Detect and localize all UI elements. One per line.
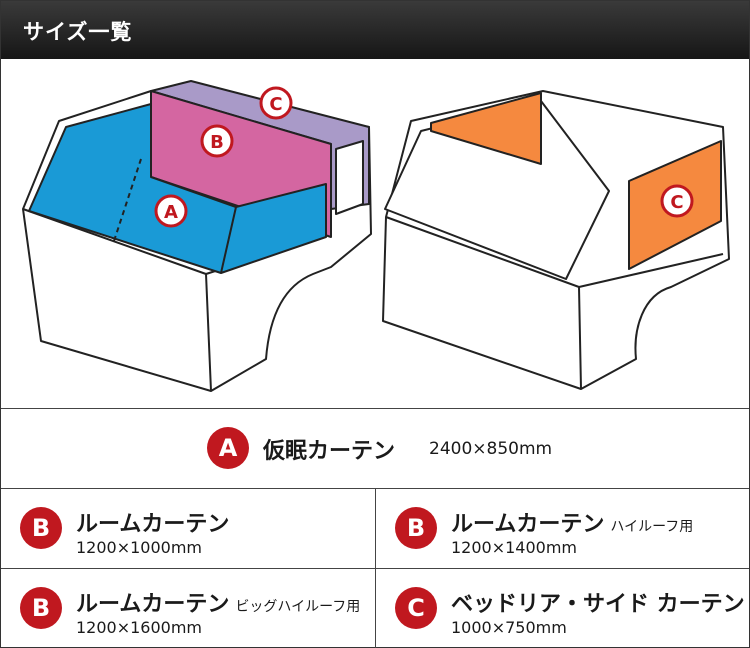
item-b3-label: ルームカーテンビッグハイルーフ用 [76,586,360,618]
diagram-label-a-circle [154,194,188,228]
diagram-label-c2: C [670,192,683,213]
badge-a: A [207,427,249,469]
curtain-c-rear-panel [430,92,542,165]
diagram-label-b-circle [200,124,234,158]
badge-b3: B [20,587,62,629]
diagram-label-c2-circle [660,184,694,218]
item-b2-size: 1200×1400mm [451,538,578,557]
item-b2-note: ハイルーフ用 [610,519,694,535]
diagram-label-a: A [164,202,178,223]
item-a-size: 2400×850mm [429,439,553,459]
badge-b1: B [20,507,62,549]
diagram-label-c-circle [259,86,293,120]
right-cab: C [382,90,730,390]
diagram-label-b: B [210,132,224,153]
cab-diagram: C B A C [1,59,749,409]
item-c-size: 1000×750mm [451,618,567,637]
diagram-label-c: C [269,94,282,115]
item-b1-size: 1200×1000mm [76,538,203,557]
divider-top [1,408,749,409]
item-b1-name: ルームカーテン [76,512,230,537]
cab-illustration: C B A C [22,80,730,392]
divider-vertical [375,488,376,648]
badge-c: C [395,587,437,629]
curtain-a-divider [112,158,142,245]
badge-b2: B [395,507,437,549]
left-cab: C B A [22,80,372,392]
item-a-name: 仮眠カーテン [263,439,396,464]
left-cab-side-window [335,140,364,215]
page-title: サイズ一覧 [23,20,133,44]
left-cab-pillar [220,206,237,274]
item-b2-name: ルームカーテン [451,512,605,537]
item-b3-size: 1200×1600mm [76,618,203,637]
right-cab-side-line [578,253,724,288]
item-b2-label: ルームカーテンハイルーフ用 [451,506,693,538]
item-b3-note: ビッグハイルーフ用 [235,599,361,615]
header-bar: サイズ一覧 [1,1,749,59]
curtain-a-panel [28,103,327,274]
item-c-name: ベッドリア・サイド カーテン [451,592,745,617]
item-b3-name: ルームカーテン [76,592,230,617]
